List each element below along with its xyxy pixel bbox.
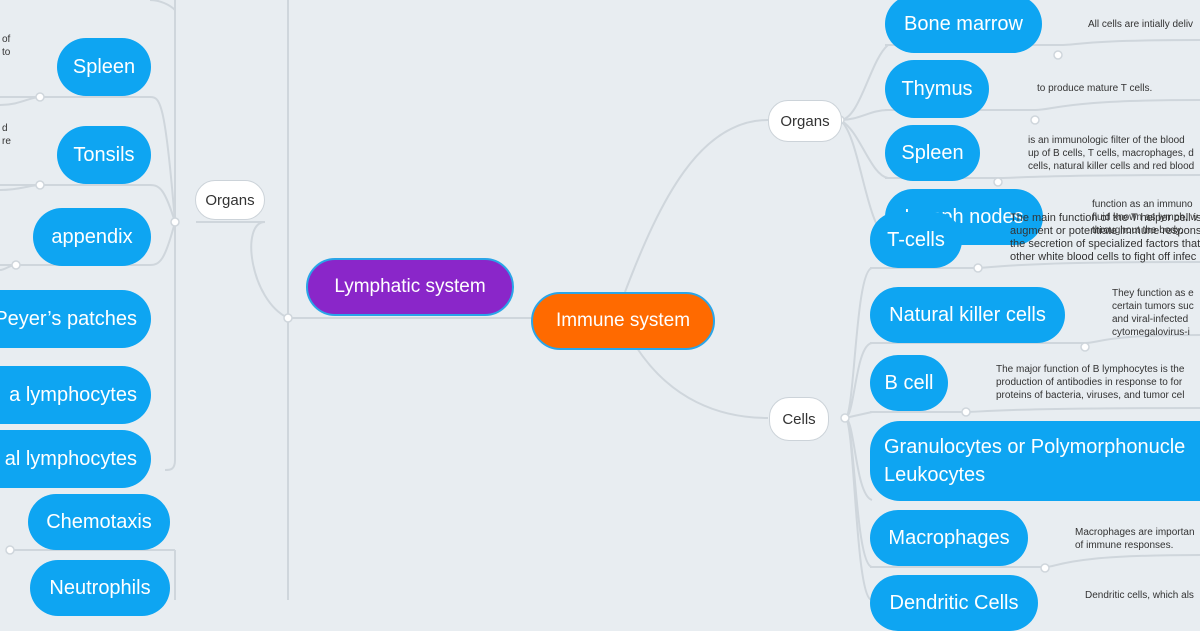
cell-natural-killer[interactable]: Natural killer cells <box>870 287 1065 343</box>
note-tcell-1: The main function of the T helper cell i… <box>1010 212 1200 224</box>
topic-lymphatic-system[interactable]: Lymphatic system <box>306 258 514 316</box>
note-dendritic-1: Dendritic cells, which als <box>1085 590 1194 601</box>
note-bone-marrow: All cells are intially deliv <box>1088 19 1194 30</box>
note-macro-2: of immune responses. <box>1075 540 1174 551</box>
cell-granulocytes-line-1: Granulocytes or Polymorphonucle <box>884 436 1186 458</box>
note-tcell-4: other white blood cells to fight off inf… <box>1010 251 1197 263</box>
note-nk-2: certain tumors suc <box>1112 301 1194 312</box>
right-organs-node[interactable]: Organs <box>768 100 842 142</box>
left-item-tonsils[interactable]: Tonsils <box>57 126 151 184</box>
cell-b-cell[interactable]: B cell <box>870 355 948 411</box>
note-nk-4: cytomegalovirus-i <box>1112 327 1190 338</box>
note-bcell-1: The major function of B lymphocytes is t… <box>996 364 1185 375</box>
note-lymph-3: throughout the body. <box>1092 225 1183 236</box>
organ-spleen[interactable]: Spleen <box>885 125 980 181</box>
note-thymus: to produce mature T cells. <box>1037 83 1153 94</box>
cell-granulocytes[interactable]: Granulocytes or Polymorphonucle Leukocyt… <box>870 421 1200 501</box>
left-item-spleen[interactable]: Spleen <box>57 38 151 96</box>
left-note-d: d <box>2 123 8 134</box>
note-bcell-3: proteins of bacteria, viruses, and tumor… <box>996 390 1185 401</box>
left-item-a-lymphocytes[interactable]: a lymphocytes <box>0 366 151 424</box>
note-lymph-2: fluid known as lymph, w <box>1092 212 1198 223</box>
note-nk-1: They function as e <box>1112 288 1194 299</box>
organ-thymus[interactable]: Thymus <box>885 60 989 118</box>
left-cell-neutrophils[interactable]: Neutrophils <box>30 560 170 616</box>
organ-bone-marrow[interactable]: Bone marrow <box>885 0 1042 53</box>
left-organs-node[interactable]: Organs <box>195 180 265 220</box>
right-cells-node[interactable]: Cells <box>769 397 829 441</box>
left-note-of: of <box>2 34 11 45</box>
cell-granulocytes-line-2: Leukocytes <box>884 464 986 486</box>
note-nk-3: and viral-infected <box>1112 314 1189 325</box>
left-cell-chemotaxis[interactable]: Chemotaxis <box>28 494 170 550</box>
left-note-to: to <box>2 47 11 58</box>
cell-macrophages[interactable]: Macrophages <box>870 510 1028 566</box>
left-item-al-lymphocytes[interactable]: al lymphocytes <box>0 430 151 488</box>
central-topic-immune-system[interactable]: Immune system <box>531 292 715 350</box>
note-bcell-2: production of antibodies in response to … <box>996 377 1183 388</box>
note-spleen-1: is an immunologic filter of the blood <box>1028 135 1185 146</box>
note-tcell-3: the secretion of specialized factors tha… <box>1010 238 1200 250</box>
note-tcell-2: augment or potentiate immune respons <box>1010 225 1200 237</box>
cell-t-cells[interactable]: T-cells <box>870 212 962 268</box>
left-note-re: re <box>2 136 11 147</box>
note-spleen-2: up of B cells, T cells, macrophages, d <box>1028 148 1194 159</box>
note-spleen-3: cells, natural killer cells and red bloo… <box>1028 161 1195 172</box>
left-item-peyers-patches[interactable]: Peyer’s patches <box>0 290 151 348</box>
note-lymph-1: function as an immuno <box>1092 199 1193 210</box>
note-macro-1: Macrophages are importan <box>1075 527 1195 538</box>
left-item-appendix[interactable]: appendix <box>33 208 151 266</box>
cell-dendritic[interactable]: Dendritic Cells <box>870 575 1038 631</box>
connector-lines <box>0 0 1200 600</box>
